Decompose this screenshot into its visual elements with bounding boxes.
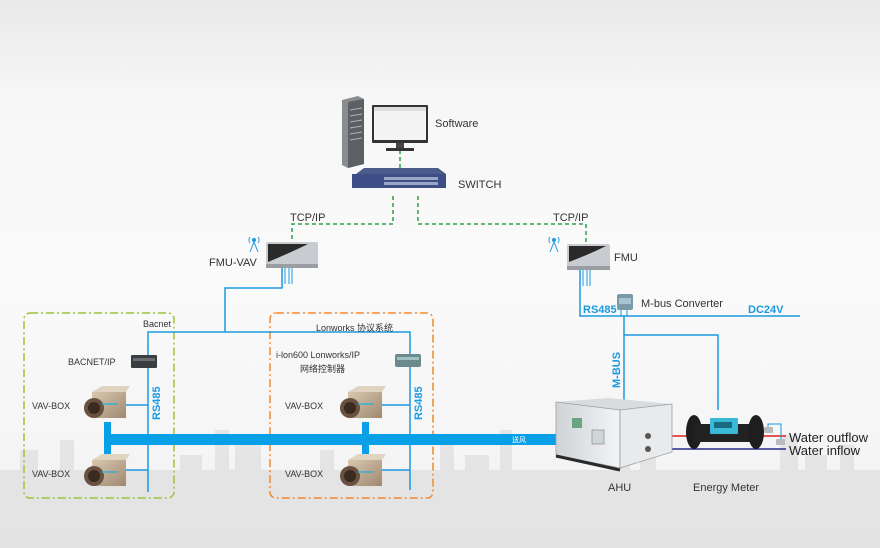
wireless-antenna-icon [248,236,260,253]
dc24v-label: DC24V [748,304,784,316]
software-label: Software [435,118,479,130]
switch-fmu-link [417,196,587,244]
lonworks-zone-border [269,312,434,499]
fmu-controller-icon [567,244,610,270]
network-switch-icon [352,168,446,188]
tcpip-left-label: TCP/IP [290,212,326,224]
vav-box-icon [340,454,386,486]
vav-box-icon [84,386,130,418]
vav-box-label: VAV-BOX [32,401,71,411]
vav-box-label: VAV-BOX [285,469,324,479]
bacnet-ip-label: BACNET/IP [68,357,116,367]
lonworks-rs485-label: RS485 [413,386,425,420]
ilon600-label: i-lon600 Lonworks/IP [276,350,361,360]
supply-air-duct [105,434,600,445]
temperature-sensor-icon [764,423,785,445]
bacnet-ip-controller-icon [131,355,157,368]
tcpip-right-label: TCP/IP [553,212,589,224]
ahu-unit-icon [555,398,673,472]
energy-meter-icon [686,415,764,449]
city-skyline-background [0,430,880,548]
bacnet-rs485-label: RS485 [151,386,163,420]
switch-fmuvav-link [291,196,394,240]
mbus-converter-label: M-bus Converter [641,298,723,310]
duct-branch-lon-1 [362,422,369,444]
duct-branch-bacnet-2 [104,440,111,458]
water-outflow-label: Water outflow [789,430,868,445]
io-terminals [284,268,628,316]
lonworks-zone-title: Lonworks 协议系统 [316,323,394,333]
duct-branch-lon-2 [362,440,369,458]
vav-box-icon [84,454,130,486]
fmu-label: FMU [614,252,638,264]
monitor-icon [372,105,428,151]
switch-label: SWITCH [458,179,502,191]
fmuvav-bus-drop [224,268,283,332]
mbus-converter-icon [617,294,633,310]
vav-box-label: VAV-BOX [285,401,324,411]
ethernet-links [291,150,587,244]
bacnet-zone-title: Bacnet [143,319,172,329]
vav-box-icon [340,386,386,418]
fmu-vav-controller-icon [266,242,318,268]
energy-meter-label: Energy Meter [693,482,760,494]
ilon600-controller-icon [395,354,421,367]
rs485-fmu-label: RS485 [583,304,617,316]
supply-air-duct-label: 送风 [512,437,526,444]
mbus-label: M-BUS [611,351,623,388]
duct-branch-bacnet-1 [104,422,111,444]
ahu-label: AHU [608,482,632,494]
ilon600-sublabel: 网络控制器 [300,364,346,374]
vav-box-label: VAV-BOX [32,469,71,479]
rs485-bus-lines [123,268,800,492]
server-tower-icon [342,96,364,168]
main-rs485-bus [147,331,411,492]
wireless-antenna-icon [548,236,560,253]
bacnet-zone-border [23,312,175,499]
water-inflow-label: Water inflow [789,443,861,458]
mbus-energy-line [623,316,719,410]
fmu-rs485-dc24v-line [579,270,800,317]
fmu-vav-label: FMU-VAV [209,257,257,269]
